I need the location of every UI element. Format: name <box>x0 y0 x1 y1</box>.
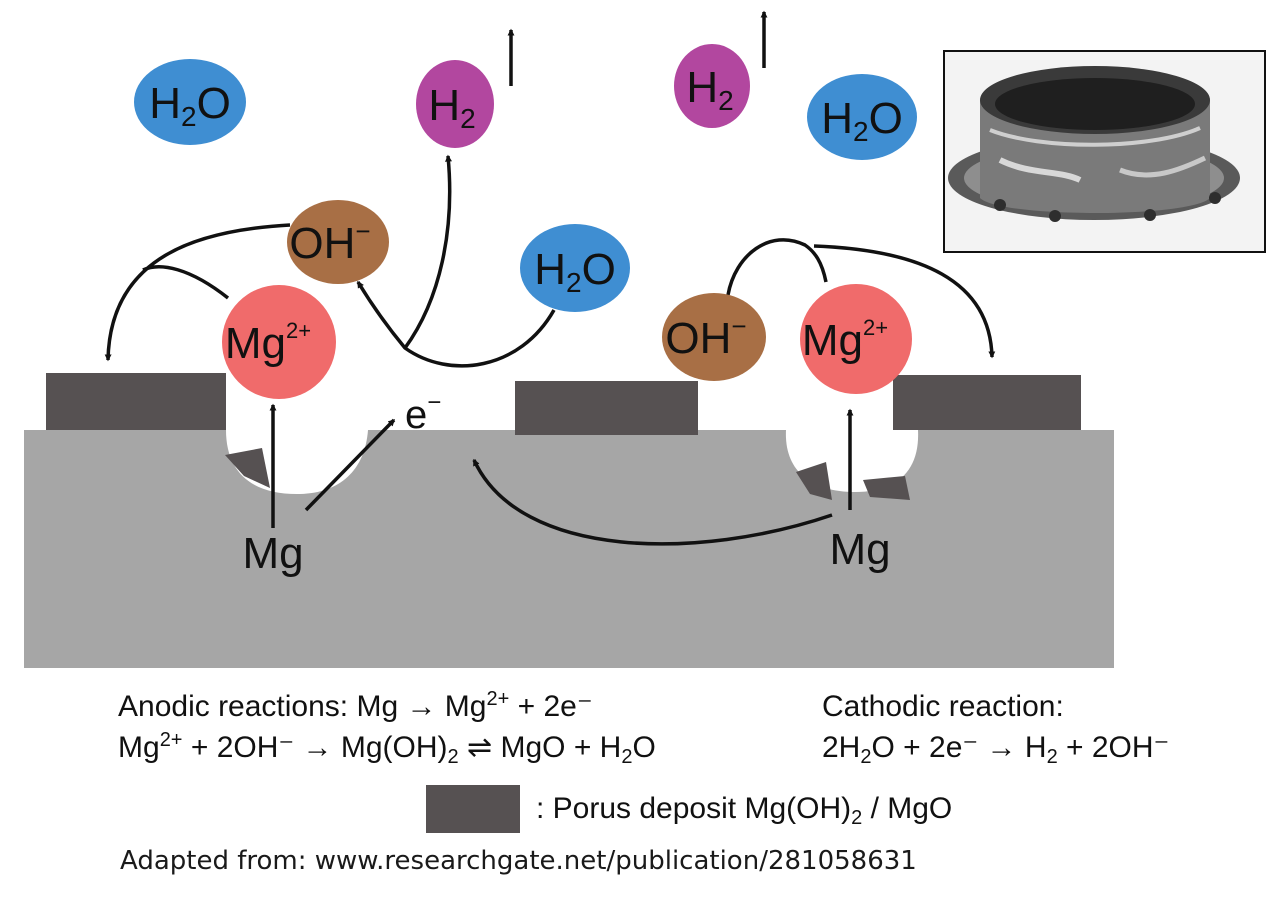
anodic2-mg: Mg <box>118 731 160 764</box>
magnesium-metal-label-left: Mg <box>242 529 303 578</box>
arrow-to-deposit-right <box>813 244 996 359</box>
hydrogen-molecule-left: H2 <box>416 60 494 148</box>
anodic2-sub2: 2 <box>621 746 633 768</box>
arrow-mg-to-electron <box>304 418 396 512</box>
arrow-ion-curve-left <box>142 265 230 300</box>
arrow-oh-loop-right <box>726 238 828 296</box>
electron-label: e− <box>405 389 441 437</box>
anodic2-o: O <box>632 731 656 764</box>
cathodic-a: 2H <box>822 731 861 764</box>
svg-text:H2O: H2O <box>149 79 231 132</box>
anodic2-end: ⇌ MgO + H <box>458 731 622 764</box>
water-molecule-top-right: H2O <box>807 74 917 160</box>
reaction-arrows <box>104 10 996 546</box>
magnesium-substrate <box>24 430 1114 668</box>
anodic2-sub: 2 <box>447 746 459 768</box>
arrow-oh-to-deposit-left <box>104 223 291 362</box>
anodic-sup: 2+ <box>486 688 510 710</box>
deposit-fragment <box>796 462 832 500</box>
anodic2-sup: 2+ <box>159 729 183 751</box>
svg-text:H2O: H2O <box>534 245 616 298</box>
cathodic-title: Cathodic reaction: <box>822 690 1064 723</box>
anodic-reaction-line2: Mg2+ + 2OH⁻ → Mg(OH)2 ⇌ MgO + H2O <box>118 730 656 767</box>
magnesium-metal-label-right: Mg <box>829 525 890 574</box>
deposit-fragment <box>225 448 270 488</box>
source-citation: Adapted from: www.researchgate.net/publi… <box>120 846 917 876</box>
legend-b: / MgO <box>862 792 953 825</box>
arrow-electron-flow <box>472 458 833 546</box>
deposit-fragment <box>863 476 910 500</box>
deposit-legend-swatch <box>426 785 520 833</box>
cathodic-b: O + 2e⁻ → H <box>871 731 1047 764</box>
magnesium-ion-right: Mg2+ <box>800 284 912 394</box>
magnesium-ion-left: Mg2+ <box>222 285 336 399</box>
anodic-text: Anodic reactions: Mg → Mg <box>118 690 487 723</box>
deposit-block-left <box>46 373 226 430</box>
hydroxide-ion-right: OH− <box>662 293 766 381</box>
corroded-ring-photo <box>943 50 1266 253</box>
deposit-legend-label: : Porus deposit Mg(OH)2 / MgO <box>536 792 953 829</box>
legend-a: : Porus deposit Mg(OH) <box>536 792 852 825</box>
water-molecule-top-left: H2O <box>134 59 246 145</box>
hydrogen-molecule-right: H2 <box>674 44 750 128</box>
anodic2-mid: + 2OH⁻ → Mg(OH) <box>182 731 448 764</box>
anodic-suffix: + 2e⁻ <box>509 690 593 723</box>
cathodic-c: + 2OH⁻ <box>1057 731 1170 764</box>
deposit-block-middle <box>515 381 698 435</box>
arrow-to-h2 <box>403 154 453 350</box>
cathodic-sub2: 2 <box>1046 746 1058 768</box>
legend-sub: 2 <box>851 807 863 829</box>
deposit-block-right <box>893 375 1081 430</box>
hydroxide-ion-left: OH− <box>287 200 389 284</box>
cathodic-reaction: 2H2O + 2e⁻ → H2 + 2OH⁻ <box>822 731 1170 768</box>
water-molecule-middle: H2O <box>520 224 630 312</box>
anodic-reaction-line1: Anodic reactions: Mg → Mg2+ + 2e⁻ <box>118 689 593 723</box>
cathodic-sub1: 2 <box>860 746 872 768</box>
arrow-water-to-oh <box>356 280 556 368</box>
